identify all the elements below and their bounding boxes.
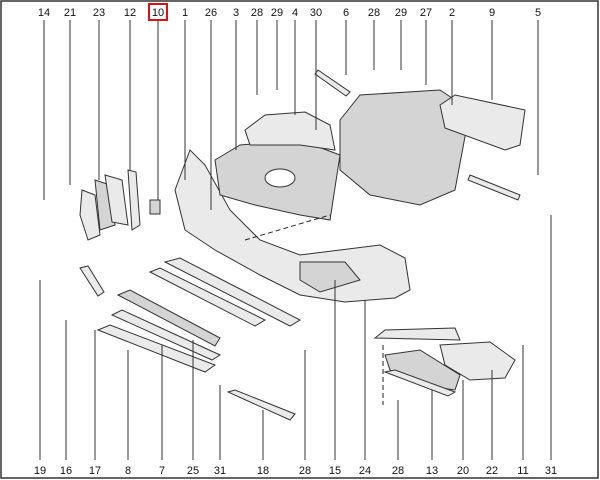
callout-label-1: 1 (182, 7, 188, 19)
callout-label-29: 29 (395, 7, 407, 19)
bumper-cover (174, 149, 411, 303)
callout-label-21: 21 (64, 7, 76, 19)
emblem (264, 168, 296, 188)
callout-label-7: 7 (159, 465, 165, 477)
callout-label-29: 29 (271, 7, 283, 19)
lower-grille-17 (116, 289, 221, 347)
trim-11 (383, 369, 457, 397)
lower-grille-15 (163, 257, 302, 327)
bracket-left-14 (79, 189, 101, 241)
callout-label-31: 31 (214, 465, 226, 477)
trim-18 (226, 389, 296, 421)
callout-label-28: 28 (392, 465, 404, 477)
fog-light-opening-right (299, 261, 361, 293)
trim-strip-side (467, 174, 521, 201)
callout-label-2: 2 (449, 7, 455, 19)
callout-label-11: 11 (517, 465, 528, 477)
callout-label-17: 17 (89, 465, 101, 477)
grille-insert (244, 111, 336, 151)
callout-label-22: 22 (486, 465, 498, 477)
bracket-left-23 (104, 174, 129, 226)
callout-label-9: 9 (489, 7, 495, 19)
fog-light-bezel-22 (439, 341, 516, 381)
grille-support (339, 89, 471, 206)
energy-absorber (439, 94, 526, 151)
callout-label-13: 13 (426, 465, 438, 477)
callout-label-26: 26 (205, 7, 217, 19)
callout-label-23: 23 (93, 7, 105, 19)
callout-label-5: 5 (535, 7, 541, 19)
callout-label-4: 4 (292, 7, 298, 19)
callout-label-27: 27 (420, 7, 432, 19)
callout-label-19: 19 (34, 465, 46, 477)
highlight-box (148, 3, 168, 21)
callout-label-3: 3 (233, 7, 239, 19)
callout-label-24: 24 (359, 465, 371, 477)
callout-label-20: 20 (457, 465, 469, 477)
callout-label-15: 15 (329, 465, 341, 477)
trim-strip-upper (314, 69, 351, 97)
fog-light-frame-13 (373, 327, 461, 341)
trim-19 (79, 265, 105, 297)
callout-label-18: 18 (257, 465, 269, 477)
assembly-line (244, 214, 331, 241)
callout-label-28: 28 (251, 7, 263, 19)
callout-label-28: 28 (299, 465, 311, 477)
spoiler-8 (96, 324, 217, 373)
fog-light-bezel-20 (384, 349, 461, 391)
callout-label-10: 10 (152, 7, 164, 19)
callout-label-16: 16 (60, 465, 72, 477)
callout-label-12: 12 (124, 7, 136, 19)
bracket-left-12 (127, 169, 141, 231)
callout-label-8: 8 (125, 465, 131, 477)
clip-10 (149, 199, 161, 215)
lower-strip-24 (148, 267, 267, 327)
callout-label-28: 28 (368, 7, 380, 19)
callout-label-30: 30 (310, 7, 322, 19)
callout-label-25: 25 (187, 465, 199, 477)
callout-label-6: 6 (343, 7, 349, 19)
parts-drawing (79, 69, 526, 421)
callout-label-31: 31 (545, 465, 557, 477)
callout-label-14: 14 (38, 7, 50, 19)
